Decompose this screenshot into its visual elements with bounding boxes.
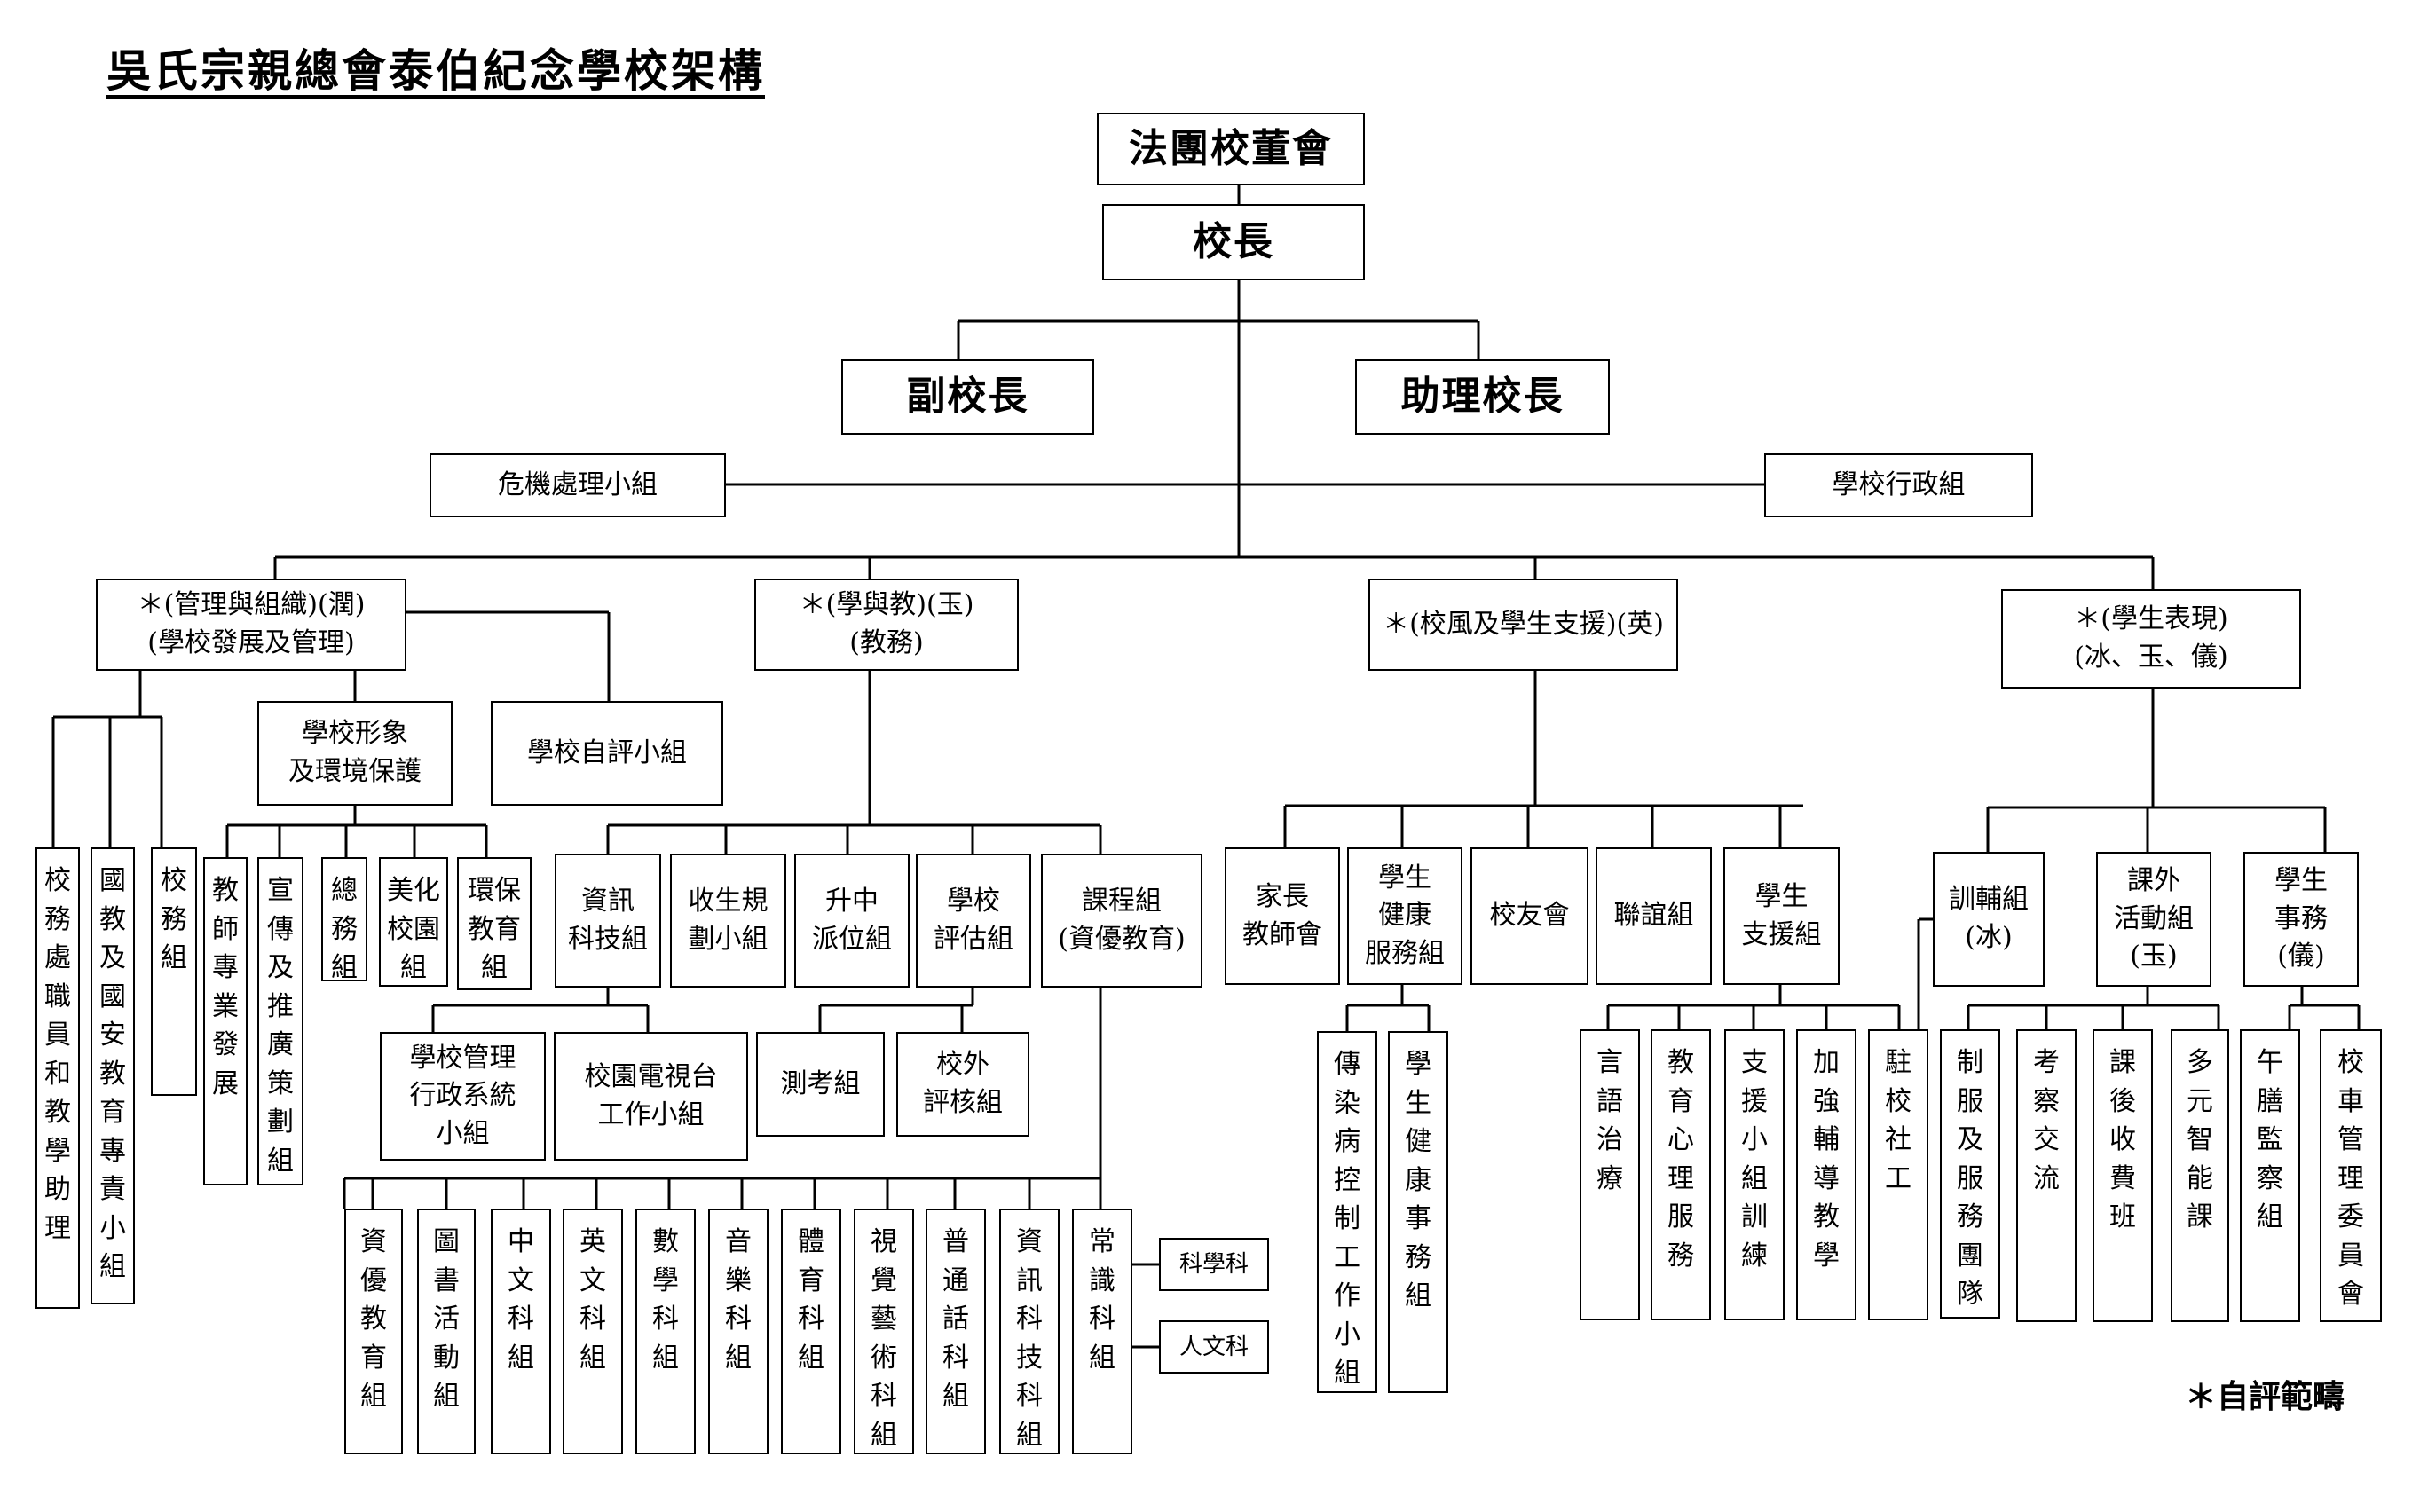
env-education-box: 環保教育組 xyxy=(457,857,532,990)
secondary-placement-box: 升中 派位組 xyxy=(794,854,910,988)
subject-math-box: 數學科組 xyxy=(635,1209,696,1454)
subject-english-box: 英文科組 xyxy=(563,1209,623,1454)
student-support-box: 學生 支援組 xyxy=(1723,847,1840,985)
multi-intelligence-box: 多元智能課 xyxy=(2171,1029,2229,1322)
admission-team-box: 收生規 劃小組 xyxy=(670,854,786,988)
support-training-box: 支援小組訓練 xyxy=(1724,1029,1785,1320)
domain-performance-box: ＊(學生表現) (冰、玉、儀) xyxy=(2001,589,2301,689)
subject-general-studies-box: 常識科組 xyxy=(1072,1209,1132,1454)
crisis-team-box: 危機處理小組 xyxy=(430,453,726,517)
humanities-box: 人文科 xyxy=(1159,1320,1269,1374)
exchange-box: 考察交流 xyxy=(2016,1029,2077,1322)
it-team-box: 資訊 科技組 xyxy=(555,854,661,988)
edu-psych-box: 教育心理服務 xyxy=(1651,1029,1711,1320)
uniform-groups-box: 制服及服務團隊 xyxy=(1940,1029,2000,1319)
school-affairs-box: 校務組 xyxy=(151,847,197,1096)
subject-library-box: 圖書活動組 xyxy=(417,1209,476,1454)
subject-pe-box: 體育科組 xyxy=(781,1209,841,1454)
assistant-principal-box: 助理校長 xyxy=(1355,359,1610,435)
vice-principal-box: 副校長 xyxy=(841,359,1094,435)
pandemic-team-box: 傳染病控制工作小組 xyxy=(1317,1031,1377,1393)
curriculum-box: 課程組 (資優教育) xyxy=(1041,854,1202,988)
campus-beautify-box: 美化校園組 xyxy=(379,857,448,987)
alumni-box: 校友會 xyxy=(1470,847,1588,985)
school-eval-box: 學校 評估組 xyxy=(916,854,1031,988)
sams-team-box: 學校管理 行政系統 小組 xyxy=(380,1032,546,1161)
remedial-box: 加強輔導教學 xyxy=(1796,1029,1856,1320)
school-bus-box: 校車管理委員會 xyxy=(2320,1029,2382,1322)
subject-ict-box: 資訊科技科組 xyxy=(999,1209,1060,1454)
subject-gifted-box: 資優教育組 xyxy=(344,1209,403,1454)
campus-tv-box: 校園電視台 工作小組 xyxy=(554,1032,748,1161)
subject-visual-arts-box: 視覺藝術科組 xyxy=(854,1209,914,1454)
external-review-box: 校外 評核組 xyxy=(896,1032,1029,1137)
speech-therapy-box: 言語治療 xyxy=(1580,1029,1640,1320)
teacher-dev-box: 教師專業發展 xyxy=(203,857,248,1185)
principal-box: 校長 xyxy=(1102,204,1365,280)
image-env-box: 學校形象 及環境保護 xyxy=(257,701,453,806)
health-service-box: 學生 健康 服務組 xyxy=(1347,847,1462,985)
subject-putonghua-box: 普通話科組 xyxy=(926,1209,986,1454)
domain-management-box: ＊(管理與組織)(潤) (學校發展及管理) xyxy=(96,579,406,671)
subject-chinese-box: 中文科組 xyxy=(491,1209,551,1454)
board-box: 法團校董會 xyxy=(1097,113,1365,185)
subject-music-box: 音樂科組 xyxy=(708,1209,769,1454)
science-box: 科學科 xyxy=(1159,1238,1269,1291)
office-staff-box: 校務處職員和教學助理 xyxy=(35,847,80,1309)
legend-text: ＊自評範疇 xyxy=(2185,1379,2345,1415)
extracurricular-box: 課外 活動組 (玉) xyxy=(2096,852,2211,987)
guidance-box: 訓輔組 (冰) xyxy=(1933,852,2045,987)
domain-ethos-box: ＊(校風及學生支援)(英) xyxy=(1368,579,1678,671)
admin-team-box: 學校行政組 xyxy=(1764,453,2033,517)
self-eval-team-box: 學校自評小組 xyxy=(491,701,723,806)
page-title: 吳氏宗親總會泰伯紀念學校架構 xyxy=(106,45,765,97)
after-school-fee-box: 課後收費班 xyxy=(2093,1029,2153,1322)
promotion-box: 宣傳及推廣策劃組 xyxy=(257,857,303,1185)
assessment-box: 測考組 xyxy=(756,1032,885,1137)
domain-learning-box: ＊(學與教)(玉) (教務) xyxy=(754,579,1019,671)
pta-box: 家長 教師會 xyxy=(1225,847,1340,985)
liaison-box: 聯誼組 xyxy=(1596,847,1712,985)
student-affairs-box: 學生 事務 (儀) xyxy=(2243,852,2359,987)
lunch-supervision-box: 午膳監察組 xyxy=(2240,1029,2300,1322)
general-affairs-box: 總務組 xyxy=(321,857,367,983)
nsed-team-box: 國教及國安教育專責小組 xyxy=(91,847,135,1304)
student-health-box: 學生健康事務組 xyxy=(1388,1031,1448,1393)
social-worker-box: 駐校社工 xyxy=(1868,1029,1928,1320)
